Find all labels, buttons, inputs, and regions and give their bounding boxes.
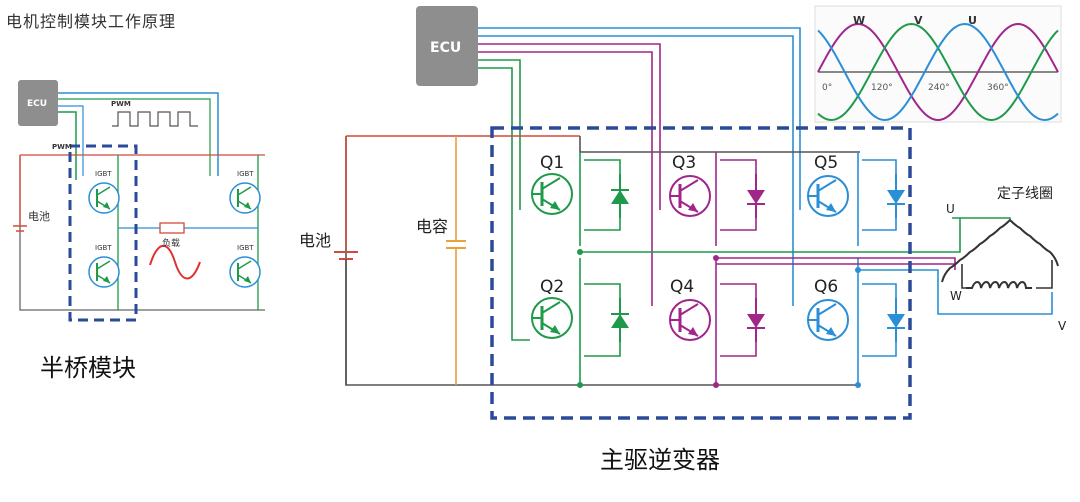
half-bridge-diagram (13, 80, 265, 322)
angle-label-240: 240° (928, 83, 950, 93)
capacitor-label: 电容 (416, 217, 448, 236)
igbt-label-2: IGBT (95, 244, 112, 252)
wave-label-u: U (968, 14, 977, 27)
wave-w-line (817, 22, 1059, 122)
main-ecu-label: ECU (430, 40, 461, 56)
igbt-label-1: IGBT (95, 170, 112, 178)
switch-label-q5: Q5 (814, 153, 838, 173)
small-battery-label: 电池 (28, 210, 50, 223)
load-label: 负载 (162, 237, 180, 249)
angle-label-120: 120° (871, 83, 893, 93)
igbt-label-3: IGBT (237, 170, 254, 178)
coil-left (941, 219, 1011, 283)
small-ecu-box (18, 80, 58, 126)
load-sine-wave (149, 244, 201, 280)
angle-label-360: 360° (987, 83, 1009, 93)
switch-label-q4: Q4 (670, 277, 694, 297)
switch-label-q6: Q6 (814, 277, 838, 297)
small-ecu-label: ECU (27, 99, 47, 109)
main-ecu-box (416, 6, 478, 86)
angle-label-0: 0° (822, 83, 832, 93)
phase-label-w: W (950, 289, 962, 303)
stator-coil-diagram (941, 217, 1059, 289)
wave-label-v: V (914, 14, 923, 27)
pwm-left-label: PWM (52, 143, 72, 151)
page-title: 电机控制模块工作原理 (6, 12, 177, 31)
inverter-caption: 主驱逆变器 (600, 446, 720, 474)
pwm-top-label: PWM (111, 100, 131, 108)
half-bridge-caption: 半桥模块 (40, 354, 136, 382)
coil-right (1009, 219, 1059, 267)
load-resistor (159, 222, 185, 234)
main-battery-label: 电池 (299, 231, 331, 250)
switch-label-q1: Q1 (540, 153, 564, 173)
phase-waveform-chart: W V U 0° 120° 240° 360° (814, 5, 1062, 123)
wave-label-w: W (853, 14, 865, 27)
inverter-diagram (334, 6, 1053, 420)
phase-label-v: V (1058, 319, 1067, 333)
switch-label-q3: Q3 (672, 153, 696, 173)
switch-label-q2: Q2 (540, 277, 564, 297)
stator-title: 定子线圈 (997, 186, 1053, 202)
pwm-waveform (112, 111, 198, 127)
igbt-label-4: IGBT (237, 244, 254, 252)
wave-u-line (817, 22, 1059, 122)
half-bridge-highlight-box (68, 144, 138, 322)
inverter-highlight-box (490, 126, 912, 420)
coil-bottom (966, 281, 1032, 289)
phase-label-u: U (946, 202, 955, 216)
